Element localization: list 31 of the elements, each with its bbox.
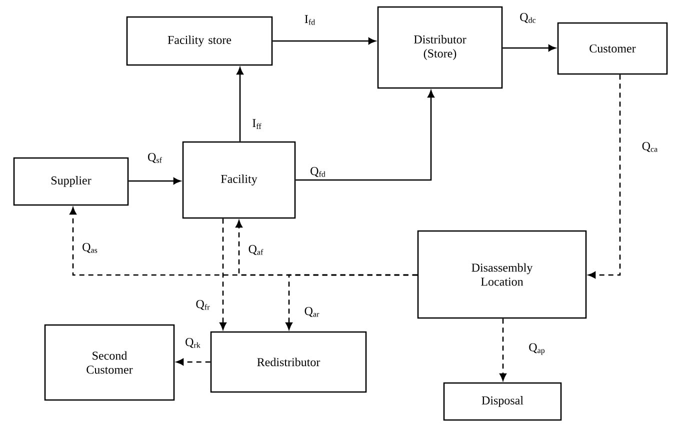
process-box: Facility xyxy=(182,141,296,219)
process-box: Disposal xyxy=(443,382,562,421)
process-box: Redistributor xyxy=(210,331,367,393)
edge-label: Q$_{fr}$ xyxy=(196,300,210,310)
arrow xyxy=(176,358,210,366)
arrow xyxy=(128,178,181,184)
process-box: Distributor (Store) xyxy=(377,6,503,89)
edge-label: Q$_{as}$ xyxy=(82,243,98,253)
process-box: Disassembly Location xyxy=(417,230,587,319)
arrow xyxy=(500,318,506,381)
process-box: Facility store xyxy=(126,16,273,66)
edge-label: I$_{fd}$ xyxy=(304,15,315,25)
edge-label: Q$_{ca}$ xyxy=(642,142,658,152)
arrow xyxy=(296,90,434,181)
edge-label: Q$_{rk}$ xyxy=(186,338,200,348)
arrow xyxy=(272,38,376,44)
edge-label: Q$_{sf}$ xyxy=(148,153,162,163)
edge-label: Q$_{ar}$ xyxy=(304,307,320,317)
process-box: Supplier xyxy=(13,157,129,206)
edge-label: Q$_{fd}$ xyxy=(310,167,326,177)
arrow xyxy=(502,44,556,52)
arrow xyxy=(220,218,226,330)
arrow xyxy=(236,67,244,142)
arrow xyxy=(286,274,418,330)
process-box: Customer xyxy=(557,22,668,75)
process-box: Second Customer xyxy=(44,324,175,401)
edge-label: Q$_{ap}$ xyxy=(529,343,545,355)
arrow xyxy=(588,74,621,278)
edge-label: Q$_{dc}$ xyxy=(520,13,536,23)
edge-label: Q$_{af}$ xyxy=(248,245,264,255)
edge-label: I$_{ff}$ xyxy=(252,119,262,129)
